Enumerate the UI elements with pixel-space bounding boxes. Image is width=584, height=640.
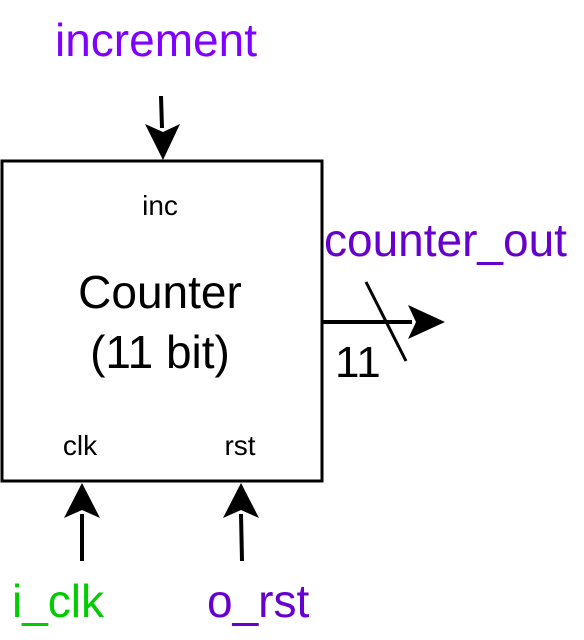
i-clk-signal-label: i_clk xyxy=(12,575,105,627)
o-rst-signal-label: o_rst xyxy=(207,575,309,627)
bus-width-slash xyxy=(364,281,408,362)
block-title: Counter xyxy=(78,266,242,318)
counter-out-arrowhead xyxy=(408,305,445,339)
rst-port-label: rst xyxy=(224,430,255,461)
inc-port-label: inc xyxy=(142,190,178,221)
reset-arrowhead xyxy=(223,483,259,518)
clock-arrowhead xyxy=(64,483,100,518)
counter-block xyxy=(0,159,324,483)
increment-arrowhead xyxy=(145,124,180,160)
clk-port-label: clk xyxy=(63,430,98,461)
increment-arrow xyxy=(159,95,164,129)
reset-arrow xyxy=(239,513,244,562)
counter-out-signal-label: counter_out xyxy=(324,214,567,266)
increment-signal-label: increment xyxy=(55,14,257,66)
bus-width-label: 11 xyxy=(335,338,381,387)
block-subtitle: (11 bit) xyxy=(90,326,230,378)
